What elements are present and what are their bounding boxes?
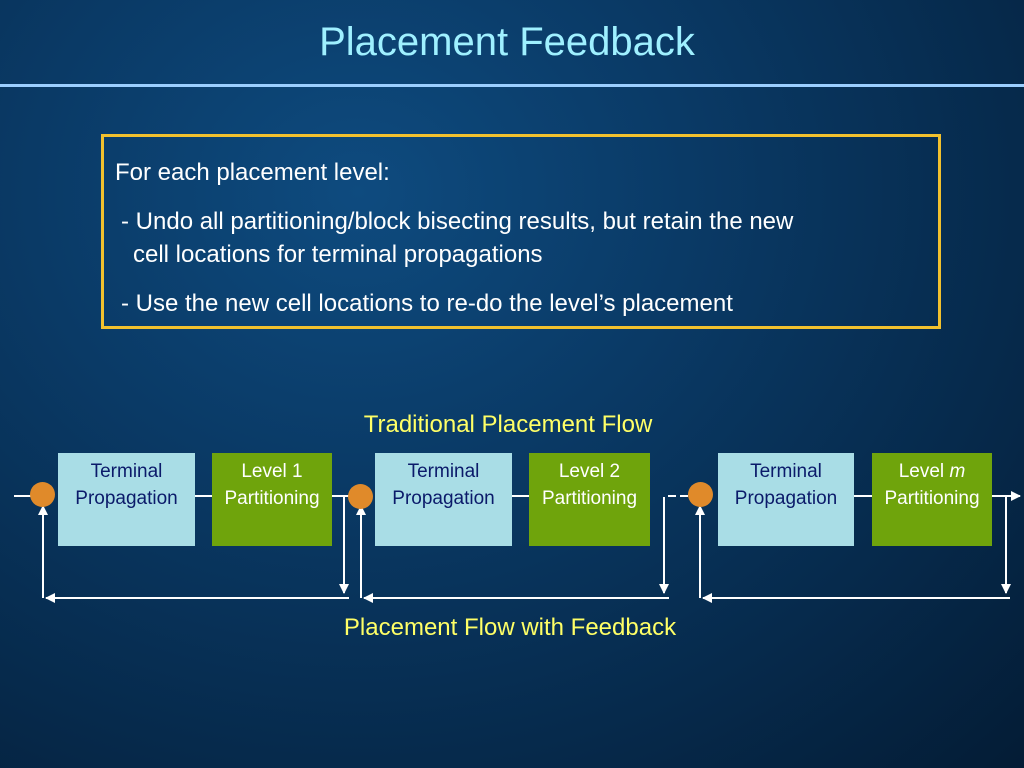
terminal-propagation-2-line-2: Propagation <box>392 488 495 509</box>
merge-node-m <box>688 482 713 507</box>
level-partitioning-m-line-2: Partitioning <box>884 488 980 509</box>
level-partitioning-block-1: Level 1 Partitioning <box>212 453 332 546</box>
terminal-propagation-block-m: Terminal Propagation <box>718 453 854 546</box>
traditional-flow-caption: Traditional Placement Flow <box>363 411 653 438</box>
level-partitioning-m-line-1: Level m <box>872 458 992 485</box>
level-m-variable: m <box>949 461 966 482</box>
level-partitioning-2-line-1: Level 2 <box>558 461 621 482</box>
bullet-1-line-2: cell locations for terminal propagations <box>133 241 543 268</box>
terminal-propagation-1-line-1: Terminal <box>90 461 163 482</box>
bullet-1-line-1: - Undo all partitioning/block bisecting … <box>121 208 794 235</box>
slide-title: Placement Feedback <box>319 20 695 64</box>
terminal-propagation-m-line-2: Propagation <box>734 488 838 509</box>
level-partitioning-block-2: Level 2 Partitioning <box>529 453 650 546</box>
merge-node-2 <box>348 484 373 509</box>
level-partitioning-1-line-1: Level 1 <box>241 461 303 482</box>
feedback-flow-caption: Placement Flow with Feedback <box>343 614 677 641</box>
level-m-prefix: Level <box>898 461 950 482</box>
bullet-2: - Use the new cell locations to re-do th… <box>121 290 733 317</box>
terminal-propagation-block-1: Terminal Propagation <box>58 453 195 546</box>
terminal-propagation-m-line-1: Terminal <box>750 461 822 482</box>
terminal-propagation-2-line-1: Terminal <box>407 461 480 482</box>
info-box: For each placement level: - Undo all par… <box>101 134 941 329</box>
merge-node-1 <box>30 482 55 507</box>
level-partitioning-2-line-2: Partitioning <box>541 488 638 509</box>
level-partitioning-1-line-2: Partitioning <box>224 488 320 509</box>
terminal-propagation-block-2: Terminal Propagation <box>375 453 512 546</box>
title-divider <box>0 84 1024 87</box>
level-partitioning-block-m: Level m Partitioning <box>872 453 992 546</box>
box-heading: For each placement level: <box>115 159 390 186</box>
terminal-propagation-1-line-2: Propagation <box>75 488 178 509</box>
